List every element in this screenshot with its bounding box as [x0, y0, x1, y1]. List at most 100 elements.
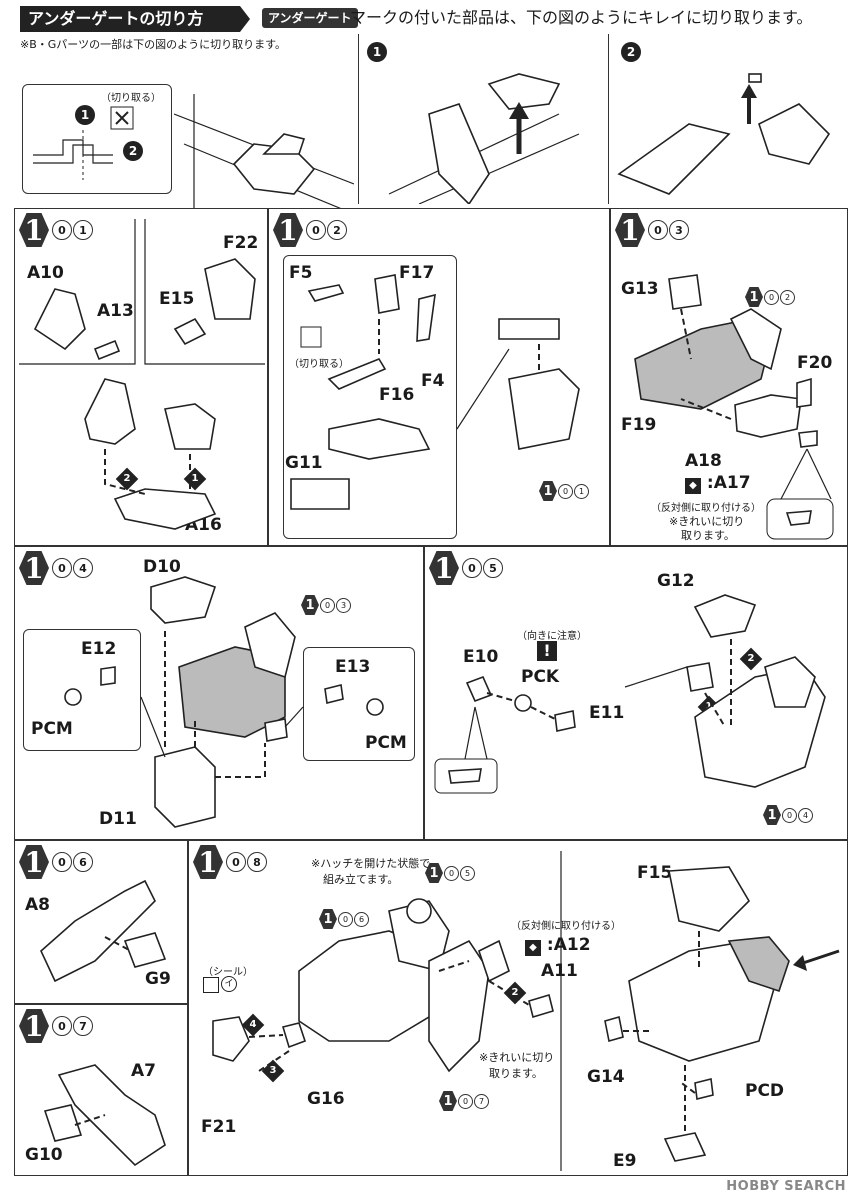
step-digit: 0 [52, 1016, 72, 1036]
caution-note: （向きに注意） [517, 631, 587, 642]
step-1-01-drawing [19, 219, 265, 530]
step-digit: 6 [73, 852, 93, 872]
ref-digit: 3 [336, 597, 351, 613]
part-label: ◆ :A17 [685, 473, 751, 494]
step-2-marker: 2 [123, 141, 143, 161]
ref-digit: 0 [338, 911, 353, 927]
part-label: F17 [399, 263, 435, 283]
ref-number: 1 [763, 805, 781, 825]
gate-closeup: （切り取る） 1 2 [22, 84, 172, 194]
clean-cut-note: ※きれいに切り [479, 1051, 555, 1064]
part-label: G13 [621, 279, 659, 299]
step-digit: 0 [52, 220, 72, 240]
seal-note: （シール） [203, 967, 253, 978]
clean-cut-note: ※きれいに切り [669, 515, 745, 528]
part-label: A18 [685, 451, 722, 471]
ref-number: 1 [539, 481, 557, 501]
part-label: F5 [289, 263, 313, 283]
step-number: 1 [19, 213, 49, 247]
step-number: 1 [19, 1009, 49, 1043]
step-digit: 0 [648, 220, 668, 240]
part-label: F4 [421, 371, 445, 391]
step-number: 1 [429, 551, 459, 585]
part-label: E11 [589, 703, 625, 723]
opposite-side-note: （反対側に取り付ける） [651, 503, 761, 514]
part-label: G12 [657, 571, 695, 591]
ref-digit: 5 [460, 865, 475, 881]
step-1-02-drawing [290, 274, 580, 510]
part-label: F16 [379, 385, 415, 405]
part-label: G14 [587, 1067, 625, 1087]
step-1-03-drawing [634, 274, 834, 540]
inset-e12 [23, 629, 141, 751]
ref-digit: 0 [444, 865, 459, 881]
step-digit: 5 [483, 558, 503, 578]
undergate-tag: アンダーゲート [262, 8, 358, 28]
part-label: D11 [99, 809, 137, 829]
caution-icon: ! [537, 641, 557, 661]
part-label: D10 [143, 557, 181, 577]
ref-digit: 7 [474, 1093, 489, 1109]
step-digit: 7 [73, 1016, 93, 1036]
part-label: E15 [159, 289, 195, 309]
step-digit: 0 [52, 558, 72, 578]
ref-digit: 1 [574, 483, 589, 499]
step-number: 1 [615, 213, 645, 247]
part-label: G9 [145, 969, 171, 989]
runner-drawing-a [174, 94, 354, 224]
part-label: PCK [521, 667, 560, 687]
undergate-note: ※B・Gパーツの一部は下の図のように切り取ります。 [20, 38, 286, 51]
ref-number: 1 [439, 1091, 457, 1111]
step-digit: 2 [327, 220, 347, 240]
gate-closeup-drawing [33, 106, 134, 180]
step-1-marker: 1 [75, 105, 95, 125]
step-digit: 0 [306, 220, 326, 240]
hatch-note: ※ハッチを開けた状態で [311, 857, 431, 870]
part-label: E12 [81, 639, 117, 659]
part-label: F21 [201, 1117, 237, 1137]
nipper-cut-drawing [388, 73, 580, 204]
part-label: ◆ :A12 [525, 935, 591, 956]
step-digit: 8 [247, 852, 267, 872]
step-number: 1 [19, 551, 49, 585]
nipper-trim-drawing [617, 73, 831, 195]
step-number: 1 [19, 845, 49, 879]
ref-number: 1 [319, 909, 337, 929]
title-arrow [240, 6, 250, 32]
part-label: G10 [25, 1145, 63, 1165]
part-label: PCM [31, 719, 73, 739]
step-digit: 0 [462, 558, 482, 578]
seal-icon [203, 977, 219, 993]
step-1-08-drawing [212, 851, 840, 1171]
step-digit: 0 [226, 852, 246, 872]
part-label: PCD [745, 1081, 785, 1101]
clean-cut-note: 取ります。 [489, 1067, 543, 1080]
ref-digit: 6 [354, 911, 369, 927]
step-number: 1 [193, 845, 223, 879]
part-label: E10 [463, 647, 499, 667]
step-digit: 1 [73, 220, 93, 240]
part-label: G11 [285, 453, 323, 473]
step-digit: 4 [73, 558, 93, 578]
part-label: A8 [25, 895, 50, 915]
step-digit: 0 [52, 852, 72, 872]
ref-number: 1 [425, 863, 443, 883]
part-label: E9 [613, 1151, 637, 1171]
inset-e13 [303, 647, 415, 761]
step-1-05-drawing [434, 594, 826, 794]
step-1-marker: 1 [367, 42, 387, 62]
part-label: F22 [223, 233, 259, 253]
ref-digit: 2 [780, 289, 795, 305]
